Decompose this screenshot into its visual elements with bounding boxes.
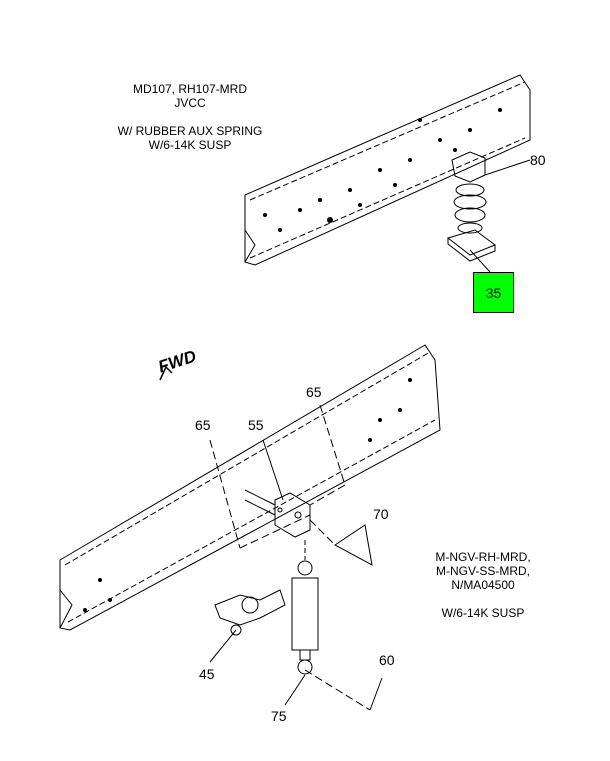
note-line: MD107, RH107-MRD [132, 82, 248, 96]
lower-frame-rail [59, 344, 441, 631]
upper-frame-rail [244, 74, 531, 266]
mounting-clamp [214, 589, 286, 636]
callout-65-upper[interactable]: 65 [306, 384, 322, 400]
callout-35-label: 35 [485, 284, 502, 301]
bottom-applicability-note: M-NGV-RH-MRD, M-NGV-SS-MRD, N/MA04500 W/… [418, 550, 548, 620]
callout-55[interactable]: 55 [248, 417, 264, 433]
note-line: JVCC [174, 96, 206, 110]
callout-75[interactable]: 75 [271, 708, 287, 724]
shock-absorber [291, 540, 319, 675]
note-line: W/6-14K SUSP [441, 606, 525, 620]
note-line [105, 110, 275, 124]
note-line: W/6-14K SUSP [148, 138, 232, 152]
note-line: W/ RUBBER AUX SPRING [117, 124, 263, 138]
note-line: M-NGV-SS-MRD, [436, 564, 530, 578]
fwd-arrow-icon [159, 365, 173, 381]
note-line [418, 592, 548, 606]
callout-35-highlighted[interactable]: 35 [473, 272, 514, 313]
top-applicability-note: MD107, RH107-MRD JVCC W/ RUBBER AUX SPRI… [105, 82, 275, 152]
rubber-aux-spring [446, 151, 531, 273]
callout-80[interactable]: 80 [530, 152, 546, 168]
callout-70[interactable]: 70 [373, 506, 389, 522]
note-line: M-NGV-RH-MRD, [435, 550, 531, 564]
callout-65-lower[interactable]: 65 [195, 417, 211, 433]
note-line: N/MA04500 [451, 578, 515, 592]
leader-lines [209, 404, 371, 711]
callout-70-leader [334, 524, 373, 566]
callout-60-leader [369, 677, 383, 711]
callout-45[interactable]: 45 [199, 666, 215, 682]
shock-bracket [244, 489, 311, 538]
callout-60[interactable]: 60 [379, 652, 395, 668]
